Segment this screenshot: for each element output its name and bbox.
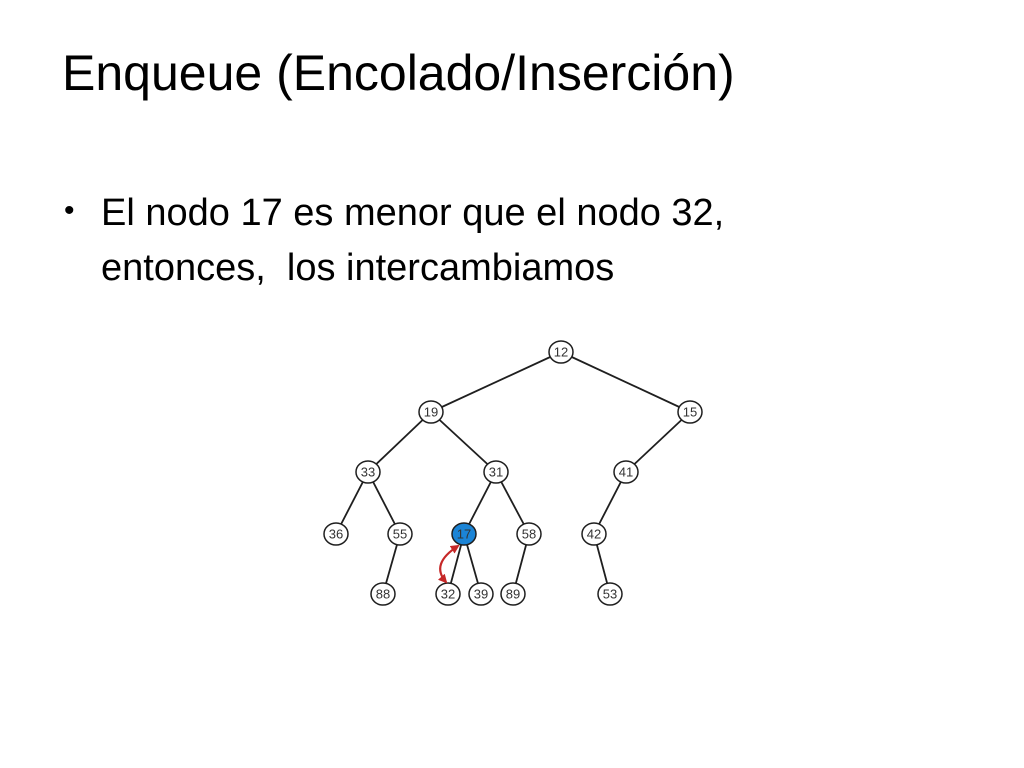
heap-node-32: 32	[435, 582, 461, 606]
heap-node-58: 58	[516, 522, 542, 546]
heap-nodes: 12 19 33 36 55 88 31 17 32 39 58 89 15 41 42 53	[323, 340, 703, 606]
heap-node-33: 33	[355, 460, 381, 484]
heap-node-circle	[597, 582, 623, 606]
heap-node-label: 33	[361, 465, 375, 480]
heap-node-label: 17	[457, 527, 471, 542]
heap-node-42: 42	[581, 522, 607, 546]
heap-edge-55-88	[382, 533, 401, 595]
heap-edge-41-42	[593, 471, 627, 535]
heap-node-label: 19	[424, 405, 438, 420]
heap-swap-arrows	[437, 544, 460, 584]
heap-node-circle	[387, 522, 413, 546]
heap-node-circle	[355, 460, 381, 484]
heap-node-label: 58	[522, 527, 536, 542]
heap-node-label: 36	[329, 527, 343, 542]
heap-node-label: 31	[489, 465, 503, 480]
heap-node-circle	[677, 400, 703, 424]
heap-node-55: 55	[387, 522, 413, 546]
heap-edge-17-32	[447, 533, 465, 595]
heap-node-circle	[323, 522, 349, 546]
heap-node-12: 12	[548, 340, 574, 364]
heap-node-circle	[613, 460, 639, 484]
heap-node-circle-highlighted	[451, 522, 477, 546]
heap-edge-17-39	[463, 533, 482, 595]
heap-node-15: 15	[677, 400, 703, 424]
heap-node-label: 88	[376, 587, 390, 602]
heap-edges	[335, 351, 691, 595]
heap-node-circle	[483, 460, 509, 484]
heap-node-36: 36	[323, 522, 349, 546]
heap-node-circle	[418, 400, 444, 424]
heap-edge-12-19	[430, 351, 562, 413]
heap-node-41: 41	[613, 460, 639, 484]
swap-arrow	[437, 544, 460, 584]
heap-node-label: 39	[474, 587, 488, 602]
heap-edge-31-58	[495, 471, 530, 535]
heap-edge-58-89	[512, 533, 530, 595]
heap-node-label: 42	[587, 527, 601, 542]
heap-edge-42-53	[593, 533, 611, 595]
heap-node-label: 32	[441, 587, 455, 602]
slide-title: Enqueue (Encolado/Inserción)	[62, 45, 735, 101]
heap-node-39: 39	[468, 582, 494, 606]
heap-node-circle	[435, 582, 461, 606]
heap-edge-12-15	[560, 351, 691, 413]
heap-node-19: 19	[418, 400, 444, 424]
heap-node-label: 55	[393, 527, 407, 542]
heap-node-label: 89	[506, 587, 520, 602]
heap-node-circle	[516, 522, 542, 546]
heap-edge-33-55	[367, 471, 401, 535]
heap-node-circle	[370, 582, 396, 606]
heap-node-circle	[468, 582, 494, 606]
heap-edge-31-17	[463, 471, 497, 535]
heap-node-label: 15	[683, 405, 697, 420]
heap-node-53: 53	[597, 582, 623, 606]
heap-node-circle	[500, 582, 526, 606]
bullet-text-line-2: entonces, los intercambiamos	[101, 247, 615, 289]
heap-edge-19-33	[367, 411, 432, 473]
heap-edge-19-31	[430, 411, 497, 473]
bullet-text-line-1: El nodo 17 es menor que el nodo 32,	[101, 192, 725, 234]
heap-node-31: 31	[483, 460, 509, 484]
heap-node-label: 12	[554, 345, 568, 360]
heap-node-label: 41	[619, 465, 633, 480]
heap-node-17: 17	[451, 522, 477, 546]
heap-node-88: 88	[370, 582, 396, 606]
heap-node-circle	[581, 522, 607, 546]
heap-edge-15-41	[625, 411, 691, 473]
heap-edge-33-36	[335, 471, 369, 535]
heap-node-circle	[548, 340, 574, 364]
bullet-icon: •	[64, 194, 75, 227]
heap-node-89: 89	[500, 582, 526, 606]
heap-node-label: 53	[603, 587, 617, 602]
